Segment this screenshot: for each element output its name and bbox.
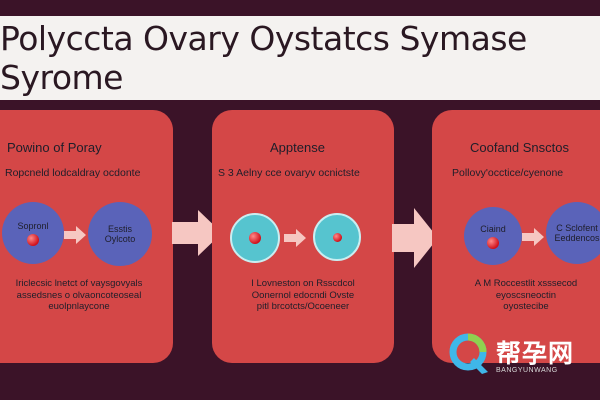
- panel-3-footer: A M Roccestlit xsssecod eyoscsneoctin oy…: [446, 278, 600, 313]
- large-right-arrow-icon: [172, 210, 222, 256]
- small-right-arrow-icon: [522, 228, 544, 246]
- panel-1-subtitle: Ropcneld lodcaldray ocdonte: [5, 167, 141, 179]
- panel-1-footer-line-2: assedsnes o olvaoncoteoseal: [16, 289, 142, 301]
- panel-3-subtitle: Pollovy'occtice/cyenone: [452, 167, 564, 179]
- panel-3-footer-line-2: eyoscsneoctin: [495, 289, 557, 301]
- panel-2: Apptense S 3 Aelny cce ovaryv ocnictste …: [212, 110, 394, 363]
- panel-3-footer-line-3: oyostecibe: [503, 301, 549, 312]
- panel-1-footer-line-1: Iriclecsic lnetct of vaysgovyals: [15, 278, 143, 289]
- small-right-arrow-icon: [284, 229, 306, 247]
- panel-3: Coofand Snsctos Pollovy'occtice/cyenone …: [432, 110, 600, 363]
- panel-2-subtitle: S 3 Aelny cce ovaryv ocnictste: [218, 167, 360, 179]
- panel-1-right-circle-label-1: Esstis: [107, 224, 132, 234]
- panel-2-right-circle: [313, 213, 361, 261]
- panel-1-right-circle-label-2: Oylcoto: [104, 234, 136, 244]
- panel-2-footer-line-2: Oonernol edocndi Ovste: [251, 289, 355, 301]
- small-right-arrow-icon: [64, 226, 86, 244]
- panel-2-footer-line-1: I Lovneston on Rsscdcol: [251, 278, 355, 289]
- panel-1-title: Powino of Poray: [7, 140, 102, 155]
- panel-1-right-circle: Esstis Oylcoto: [88, 202, 152, 266]
- panel-3-left-circle: Ciaind: [464, 207, 522, 265]
- watermark-text: 帮孕网: [496, 339, 575, 368]
- panel-3-left-circle-label: Ciaind: [480, 223, 506, 234]
- red-dot-icon: [27, 233, 39, 246]
- panel-3-right-circle-label-2: Eeddencos: [554, 233, 600, 243]
- panel-3-footer-line-1: A M Roccestlit xsssecod: [474, 278, 578, 289]
- title-band: Polyccta Ovary Oystatcs Symase Syrome: [0, 16, 600, 100]
- panel-2-title: Apptense: [270, 140, 325, 155]
- red-dot-icon: [332, 232, 342, 242]
- watermark: 帮孕网 BANGYUNWANG: [446, 328, 596, 392]
- panel-1: Powino of Poray Ropcneld lodcaldray ocdo…: [0, 110, 173, 363]
- panel-1-footer: Iriclecsic lnetct of vaysgovyals assedsn…: [2, 278, 156, 313]
- panel-1-left-circle-label: Sopronl: [17, 220, 49, 231]
- panel-2-footer: I Lovneston on Rsscdcol Oonernol edocndi…: [218, 278, 388, 313]
- panel-3-right-circle-label-1: C Sclofent: [556, 223, 598, 233]
- panel-3-right-circle: C Sclofent Eeddencos: [546, 202, 600, 264]
- panel-2-left-circle: [230, 213, 280, 263]
- large-right-arrow-icon: [392, 208, 438, 268]
- watermark-subtext: BANGYUNWANG: [496, 367, 558, 374]
- panel-3-title: Coofand Snsctos: [470, 140, 570, 155]
- watermark-logo-icon: [449, 333, 488, 374]
- panel-1-left-circle: Sopronl: [2, 202, 64, 264]
- page-title: Polyccta Ovary Oystatcs Symase Syrome: [0, 19, 527, 97]
- panel-1-footer-line-3: euolpnlaycone: [48, 301, 110, 312]
- red-dot-icon: [249, 232, 261, 244]
- red-dot-icon: [487, 236, 499, 249]
- panel-2-footer-line-3: pitl brcotcts/Ocoeneer: [256, 301, 350, 312]
